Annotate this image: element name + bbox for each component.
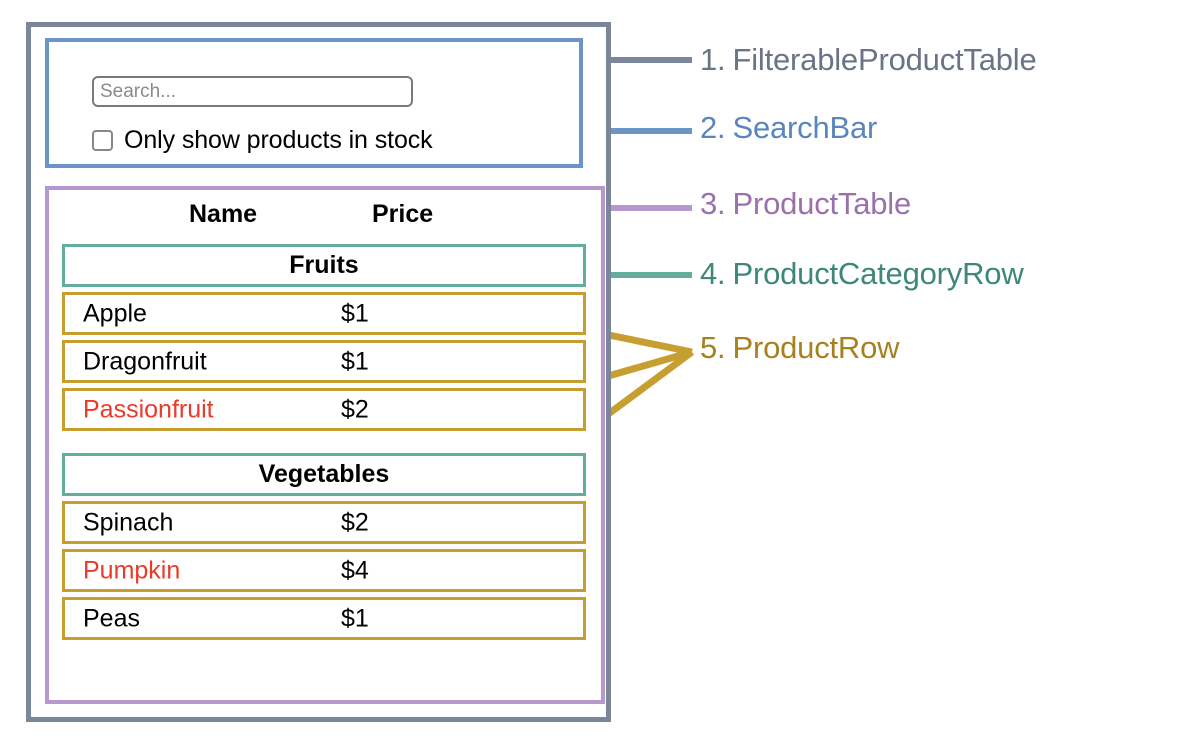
legend-label: ProductRow (732, 330, 900, 365)
product-table-header: Name Price (49, 200, 601, 234)
product-name: Passionfruit (83, 395, 214, 423)
legend-item-search-bar: 2.SearchBar (700, 110, 877, 146)
product-row: Apple $1 (62, 292, 586, 335)
in-stock-checkbox-label: Only show products in stock (124, 126, 433, 154)
product-category-row: Vegetables (62, 453, 586, 496)
search-input[interactable] (92, 76, 413, 107)
product-price: $2 (341, 508, 369, 536)
legend-label: SearchBar (732, 110, 878, 145)
legend-label: FilterableProductTable (732, 42, 1037, 77)
product-table-rows: Fruits Apple $1 Dragonfruit $1 Passionfr… (62, 244, 586, 645)
legend-item-product-category-row: 4.ProductCategoryRow (700, 256, 1024, 292)
product-table: Name Price Fruits Apple $1 Dragonfruit $… (45, 186, 605, 704)
product-category-label: Fruits (289, 251, 359, 279)
product-row: Spinach $2 (62, 501, 586, 544)
legend-number: 5. (700, 330, 726, 365)
column-header-price: Price (372, 200, 434, 228)
in-stock-checkbox[interactable] (92, 130, 113, 151)
product-row: Passionfruit $2 (62, 388, 586, 431)
product-price: $1 (341, 347, 369, 375)
product-price: $1 (341, 604, 369, 632)
product-name: Dragonfruit (83, 347, 207, 375)
product-category-row: Fruits (62, 244, 586, 287)
product-name: Spinach (83, 508, 174, 536)
legend-label: ProductCategoryRow (732, 256, 1024, 291)
legend-label: ProductTable (732, 186, 912, 221)
legend-number: 3. (700, 186, 726, 221)
legend-number: 4. (700, 256, 726, 291)
product-name: Pumpkin (83, 556, 181, 584)
legend-item-filterable-product-table: 1.FilterableProductTable (700, 42, 1037, 78)
column-header-name: Name (189, 200, 258, 228)
legend-item-product-table: 3.ProductTable (700, 186, 911, 222)
product-price: $4 (341, 556, 369, 584)
legend-number: 2. (700, 110, 726, 145)
product-name: Peas (83, 604, 140, 632)
legend-item-product-row: 5.ProductRow (700, 330, 900, 366)
search-bar: Only show products in stock (45, 38, 583, 168)
product-row: Peas $1 (62, 597, 586, 640)
legend-number: 1. (700, 42, 726, 77)
product-row: Pumpkin $4 (62, 549, 586, 592)
product-category-label: Vegetables (258, 460, 390, 488)
product-price: $1 (341, 299, 369, 327)
product-price: $2 (341, 395, 369, 423)
product-row: Dragonfruit $1 (62, 340, 586, 383)
in-stock-filter-row[interactable]: Only show products in stock (92, 126, 433, 155)
product-name: Apple (83, 299, 147, 327)
